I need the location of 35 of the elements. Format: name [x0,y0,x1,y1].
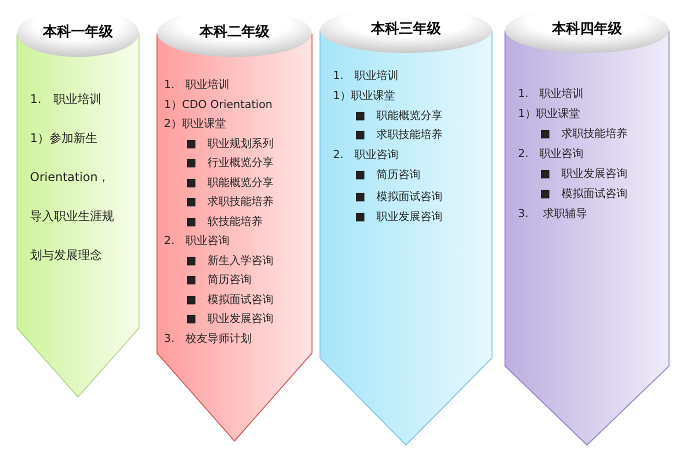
list-item: 1. 职业培训 [164,77,230,93]
list-item: ■ 软技能培养 [186,214,262,230]
list-item: ■ 简历咨询 [355,167,420,183]
list-item: 1）职业课堂 [333,88,395,104]
column-heading: 本科二年级 [198,23,270,42]
list-item: ■ 职业发展咨询 [186,311,274,327]
list-item: ■ 求职技能培养 [355,127,442,144]
column-heading: 本科三年级 [370,20,442,39]
list-item: ■ 职业规划系列 [186,136,274,152]
list-item: 2）职业课堂 [164,116,226,132]
list-item: 1）CDO Orientation [164,96,272,112]
list-item: 3. 求职辅导 [518,206,587,222]
list-item: ■ 职业发展咨询 [355,208,442,225]
list-item: ■ 简历咨询 [186,272,252,288]
list-item: 1. 职业培训 [333,68,398,84]
column-heading: 本科四年级 [550,20,623,39]
column-heading: 本科一年级 [42,23,114,42]
list-item: 1）参加新生Orientation，导入职业生涯规划与发展理念 [30,130,115,264]
list-item: ■ 新生入学咨询 [186,252,274,268]
list-item: 1. 职业培训 [30,91,102,108]
list-item: 2. 职业咨询 [518,146,584,162]
list-item: ■ 求职技能培养 [186,194,274,210]
list-item: ■ 职业发展咨询 [540,166,628,182]
list-item: 1）职业课堂 [518,106,580,122]
list-item: ■ 职能概览分享 [355,108,442,124]
list-item: 3. 校友导师计划 [164,330,252,346]
list-item: ■ 求职技能培养 [540,126,628,142]
list-item: 2. 职业咨询 [333,147,398,164]
list-item: ■ 职能概览分享 [186,174,274,190]
list-item: ■ 模拟面试咨询 [540,186,628,202]
list-item: 1. 职业培训 [518,86,584,102]
list-item: ■ 模拟面试咨询 [355,188,442,205]
list-item: ■ 模拟面试咨询 [186,292,274,308]
list-item: ■ 行业概览分享 [186,155,274,171]
list-item: 2. 职业咨询 [164,233,230,249]
